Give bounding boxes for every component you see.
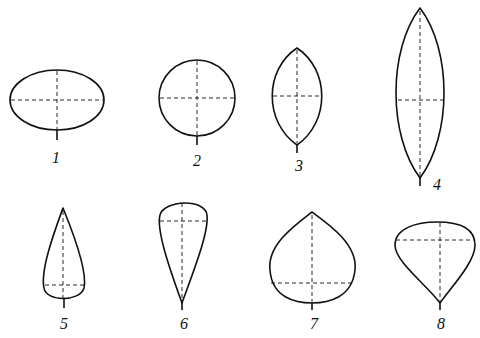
length-axis xyxy=(182,203,183,301)
figure-number: 3 xyxy=(295,158,303,174)
figure-number: 8 xyxy=(437,316,445,332)
leaf-stalk xyxy=(196,136,198,145)
leaf-outline xyxy=(270,212,355,303)
leaf-stalk xyxy=(419,178,421,186)
leaf-stalk xyxy=(439,303,441,310)
width-axis xyxy=(160,221,206,222)
width-axis xyxy=(45,285,84,286)
length-axis xyxy=(57,71,58,130)
leaf-outline xyxy=(395,222,475,303)
width-axis xyxy=(398,100,443,101)
length-axis xyxy=(197,61,198,136)
leaf-stalk xyxy=(311,303,313,310)
width-axis xyxy=(396,240,474,241)
leaf-outline xyxy=(159,203,207,303)
leaf-outline xyxy=(272,48,322,145)
leaf-stalk xyxy=(56,130,58,140)
length-axis xyxy=(297,50,298,143)
length-axis xyxy=(440,223,441,301)
leaf-outline xyxy=(43,208,84,299)
figure-number: 5 xyxy=(60,316,68,332)
leaf-outline xyxy=(10,70,104,130)
figure-number: 2 xyxy=(193,153,201,169)
figure-number: 4 xyxy=(433,177,441,193)
length-axis xyxy=(63,211,64,298)
leaf-outline xyxy=(396,8,444,178)
leaf-stalk xyxy=(296,145,298,153)
leaf-stalk xyxy=(63,299,65,308)
figure-number: 6 xyxy=(180,316,188,332)
leaf-outline xyxy=(159,60,235,136)
figure-number: 7 xyxy=(310,316,318,332)
leaf-stalk xyxy=(181,303,183,310)
length-axis xyxy=(420,11,421,176)
length-axis xyxy=(312,215,313,302)
width-axis xyxy=(271,283,354,284)
figure-number: 1 xyxy=(52,150,60,166)
